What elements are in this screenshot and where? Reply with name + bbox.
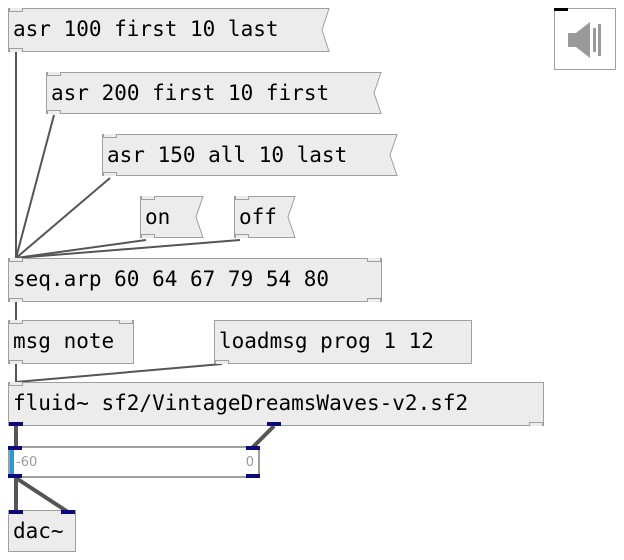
outlet[interactable] [367, 298, 381, 302]
message-flag [279, 196, 296, 238]
message-box-asr-100[interactable]: asr 100 first 10 last [8, 8, 330, 52]
object-fluid[interactable]: fluid~ sf2/VintageDreamsWaves-v2.sf2 [8, 382, 544, 426]
dsp-toggle[interactable] [554, 8, 616, 70]
message-text: on [145, 205, 171, 229]
message-text: loadmsg prog 1 12 [219, 329, 434, 353]
signal-inlet[interactable] [246, 446, 260, 450]
slider-min-label: -60 [16, 455, 38, 470]
object-text: fluid~ sf2/VintageDreamsWaves-v2.sf2 [13, 391, 469, 415]
outlet[interactable] [103, 172, 117, 176]
signal-inlet[interactable] [9, 510, 23, 514]
outlet[interactable] [215, 360, 229, 364]
object-text: seq.arp 60 64 67 79 54 80 [13, 267, 330, 291]
message-text: off [239, 205, 277, 229]
outlet[interactable] [141, 234, 155, 238]
message-box-on[interactable]: on [140, 196, 204, 238]
inlet[interactable] [9, 320, 23, 324]
inlet[interactable] [235, 196, 249, 200]
inlet[interactable] [141, 196, 155, 200]
message-text: asr 200 first 10 first [51, 81, 330, 105]
signal-inlet[interactable] [61, 510, 75, 514]
message-box-asr-200[interactable]: asr 200 first 10 first [46, 72, 382, 114]
message-box-asr-150[interactable]: asr 150 all 10 last [102, 134, 398, 176]
message-flag [187, 196, 204, 238]
inlet[interactable] [9, 258, 23, 262]
inlet[interactable] [47, 72, 61, 76]
signal-outlet[interactable] [246, 474, 260, 478]
object-dac[interactable]: dac~ [8, 510, 76, 552]
signal-inlet[interactable] [8, 446, 22, 450]
inlet[interactable] [103, 134, 117, 138]
inlet[interactable] [9, 382, 23, 386]
message-box-loadmsg[interactable]: loadmsg prog 1 12 [214, 320, 472, 364]
message-flag [313, 8, 330, 52]
inlet[interactable] [119, 320, 133, 324]
object-seq-arp[interactable]: seq.arp 60 64 67 79 54 80 [8, 258, 382, 302]
outlet[interactable] [9, 298, 23, 302]
signal-outlet[interactable] [8, 474, 22, 478]
outlet[interactable] [9, 360, 23, 364]
inlet[interactable] [367, 258, 381, 262]
toggle-corner-mark [554, 8, 568, 11]
inlet[interactable] [9, 8, 23, 12]
speaker-icon [568, 22, 601, 58]
outlet[interactable] [9, 48, 23, 52]
message-flag [365, 72, 382, 114]
message-text: asr 100 first 10 last [13, 17, 279, 41]
object-msg-note[interactable]: msg note [8, 320, 134, 364]
signal-outlet[interactable] [9, 422, 23, 426]
level-slider[interactable]: -60 0 [8, 446, 260, 478]
outlet[interactable] [529, 422, 543, 426]
slider-knob[interactable] [10, 448, 14, 476]
outlet[interactable] [235, 234, 249, 238]
message-text: asr 150 all 10 last [107, 143, 348, 167]
object-text: dac~ [13, 519, 64, 543]
signal-outlet[interactable] [267, 422, 281, 426]
message-box-off[interactable]: off [234, 196, 296, 238]
slider-max-label: 0 [245, 455, 254, 470]
message-flag [381, 134, 398, 176]
object-text: msg note [13, 329, 115, 353]
outlet[interactable] [47, 110, 61, 114]
